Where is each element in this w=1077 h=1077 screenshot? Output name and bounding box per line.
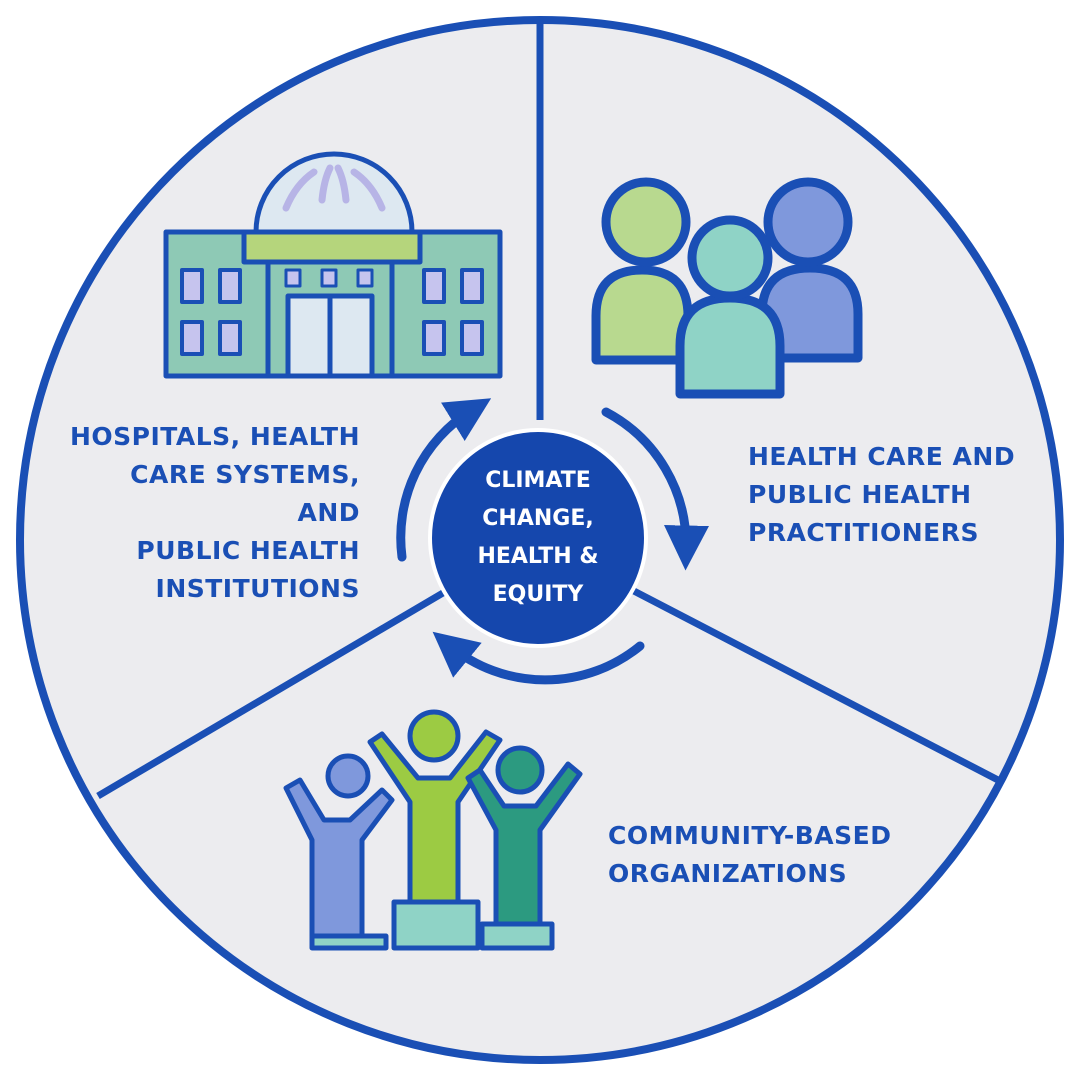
practitioners-label-line: PUBLIC HEALTH xyxy=(748,480,972,509)
divider-lower-right xyxy=(630,586,1000,784)
cycle-arrow-icon xyxy=(601,407,709,571)
center-label-line: CLIMATE xyxy=(485,468,591,493)
cycle-arrow-icon xyxy=(432,631,645,685)
hospitals-label-line: INSTITUTIONS xyxy=(155,574,360,603)
practitioners-label-line: HEALTH CARE AND xyxy=(748,442,1016,471)
community-label-line: COMMUNITY-BASED xyxy=(608,821,892,850)
hospitals-label: HOSPITALS, HEALTH CARE SYSTEMS, AND PUBL… xyxy=(60,418,360,608)
hospital-building-icon xyxy=(163,151,503,379)
hospitals-label-line: HOSPITALS, HEALTH xyxy=(69,422,360,451)
practitioners-label: HEALTH CARE AND PUBLIC HEALTH PRACTITION… xyxy=(748,438,1048,552)
center-label-line: CHANGE, xyxy=(482,506,594,531)
center-label-line: EQUITY xyxy=(492,582,584,607)
center-label-line: HEALTH & xyxy=(477,544,599,569)
community-label: COMMUNITY-BASED ORGANIZATIONS xyxy=(608,817,928,893)
celebrating-people-podium-icon xyxy=(283,709,583,951)
center-label: CLIMATE CHANGE, HEALTH & EQUITY xyxy=(430,457,646,619)
center-circle xyxy=(428,428,648,648)
cycle-arrow-icon xyxy=(396,398,492,562)
hospitals-label-line: PUBLIC HEALTH xyxy=(136,536,360,565)
people-group-icon xyxy=(591,177,863,399)
practitioners-label-line: PRACTITIONERS xyxy=(748,518,979,547)
community-label-line: ORGANIZATIONS xyxy=(608,859,848,888)
hospitals-label-line: CARE SYSTEMS, AND xyxy=(130,460,360,527)
divider-lower-left xyxy=(96,586,450,800)
